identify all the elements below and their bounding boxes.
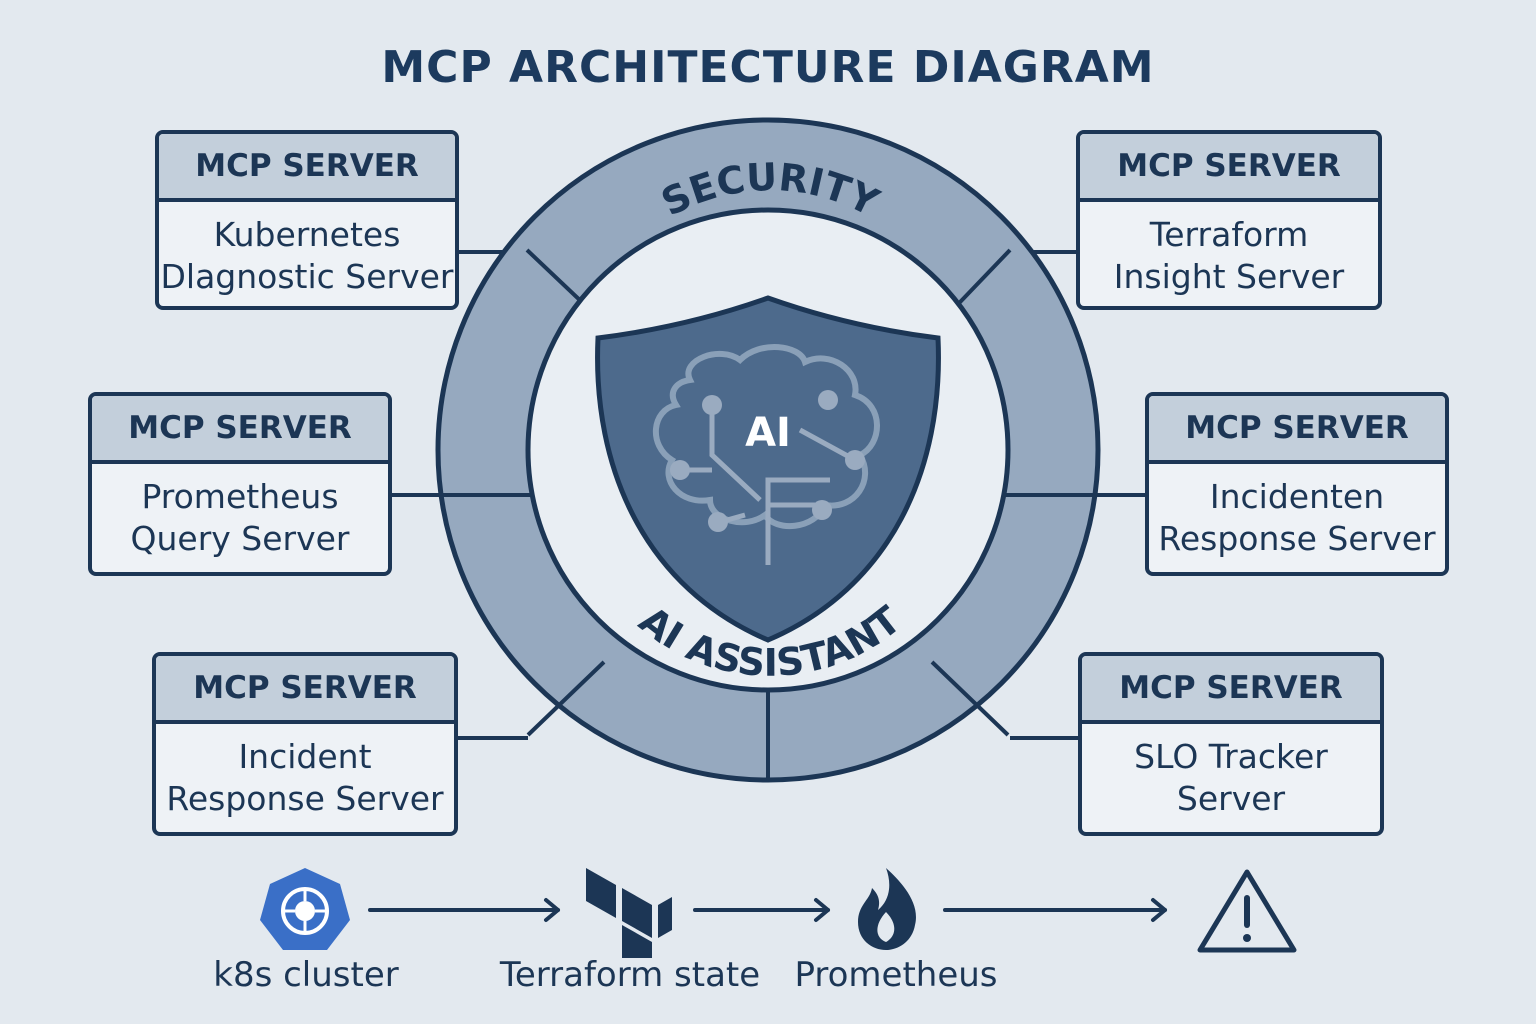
server-name-line: SLO Tracker <box>1134 737 1328 776</box>
server-name-line: Kubernetes <box>213 215 401 254</box>
arrow-k8s-to-terraform <box>368 898 560 922</box>
server-name-line: Prometheus <box>141 477 339 516</box>
server-name-line: Response Server <box>166 779 444 818</box>
arrow-prometheus-to-warning <box>943 898 1167 922</box>
prometheus-flame-icon <box>858 868 916 950</box>
ai-core-label: AI <box>745 410 791 456</box>
server-name-line: Terraform <box>1149 215 1309 254</box>
pipeline-label-terraform: Terraform state <box>499 955 761 995</box>
arrow-terraform-to-prometheus <box>693 898 830 922</box>
server-header: MCP SERVER <box>1149 396 1445 464</box>
server-name-line: Incidenten <box>1209 477 1385 516</box>
server-header: MCP SERVER <box>92 396 388 464</box>
server-header: MCP SERVER <box>1080 134 1378 202</box>
server-name-line: Response Server <box>1158 519 1436 558</box>
pipeline-label-k8s: k8s cluster <box>213 955 399 995</box>
server-name-line: Dlagnostic Server <box>160 257 454 296</box>
server-name-line: Server <box>1176 779 1286 818</box>
circuit-nodes <box>670 390 865 532</box>
terraform-icon <box>586 868 672 958</box>
server-name-line: Insight Server <box>1113 257 1345 296</box>
server-name-line: Incident <box>238 737 372 776</box>
server-header: MCP SERVER <box>159 134 455 202</box>
server-header: MCP SERVER <box>156 656 454 724</box>
server-header: MCP SERVER <box>1082 656 1380 724</box>
pipeline-label-prometheus: Prometheus <box>794 955 998 995</box>
pipeline <box>260 868 1297 958</box>
diagram-title: MCP ARCHITECTURE DIAGRAM <box>381 42 1155 93</box>
server-name-line: Query Server <box>130 519 350 558</box>
ring-divider <box>930 660 1010 737</box>
warning-icon <box>1197 869 1297 953</box>
ring-divider <box>526 660 606 737</box>
kubernetes-icon <box>260 868 350 950</box>
